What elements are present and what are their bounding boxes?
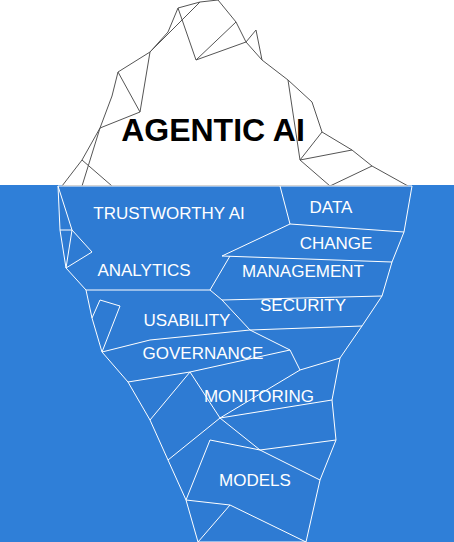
tip-label: AGENTIC AI bbox=[121, 114, 305, 146]
iceberg-tip bbox=[62, 0, 408, 186]
iceberg-label: ANALYTICS bbox=[97, 262, 190, 279]
iceberg-label: SECURITY bbox=[260, 297, 346, 314]
sky bbox=[0, 0, 454, 186]
iceberg-label: USABILITY bbox=[144, 312, 231, 329]
iceberg-underwater bbox=[58, 186, 412, 542]
iceberg-label: MODELS bbox=[219, 472, 291, 489]
iceberg-label: GOVERNANCE bbox=[143, 345, 264, 362]
iceberg-label: MANAGEMENT bbox=[242, 263, 364, 280]
iceberg-label: TRUSTWORTHY AI bbox=[93, 205, 244, 222]
iceberg-label: CHANGE bbox=[300, 235, 373, 252]
iceberg-label: DATA bbox=[310, 199, 353, 216]
water bbox=[0, 185, 454, 542]
iceberg-label: MONITORING bbox=[204, 388, 314, 405]
